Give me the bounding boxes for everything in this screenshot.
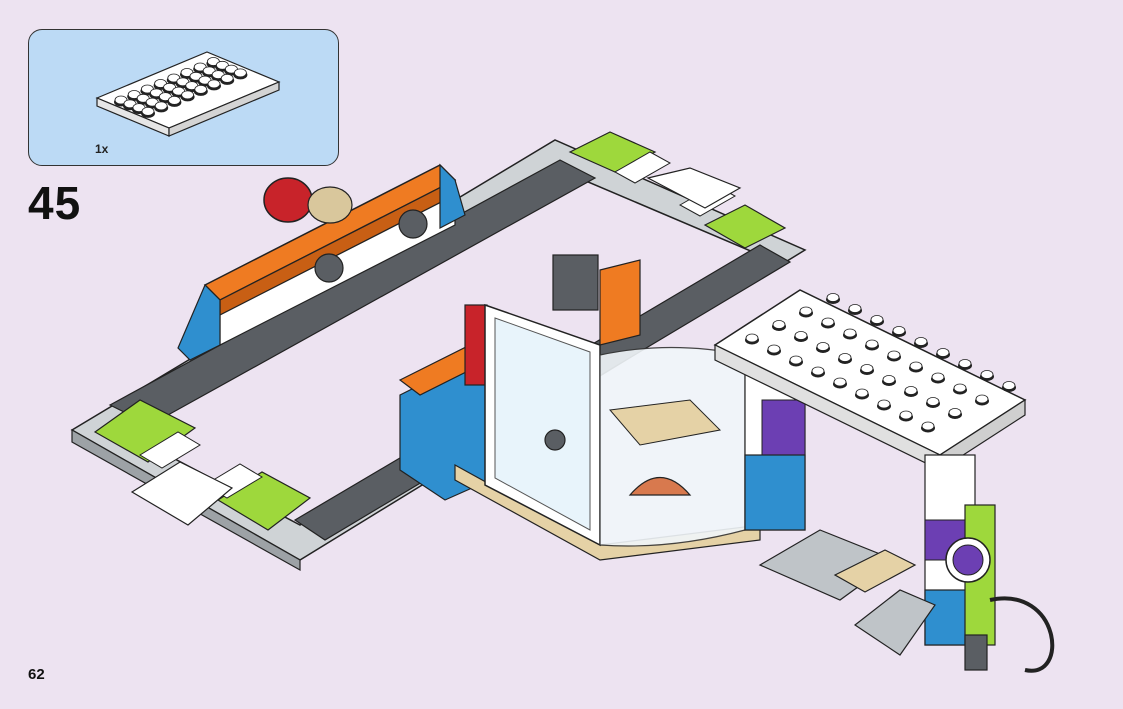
stud-top: [767, 344, 781, 354]
roof-plate: [713, 289, 1027, 472]
stud-top: [892, 326, 906, 335]
stud-top: [958, 359, 972, 368]
parts-callout: 1x: [28, 29, 339, 166]
middle-wall: [398, 304, 492, 501]
stud-top: [799, 306, 813, 316]
stud-top: [909, 361, 923, 371]
plate-studs: [114, 57, 248, 118]
stud-top: [936, 348, 950, 357]
stud-top: [838, 353, 852, 362]
stud-top: [233, 68, 247, 78]
stud-top: [181, 90, 195, 100]
stud-top: [154, 101, 168, 111]
right-pillar: [744, 359, 806, 531]
stud-top: [772, 320, 786, 329]
stud-top: [931, 372, 945, 382]
white-ramp: [130, 167, 742, 526]
shop-building: [454, 254, 761, 561]
stud-top: [141, 107, 155, 116]
part-quantity: 1x: [95, 142, 109, 156]
stud-top: [860, 364, 874, 373]
stud-top: [953, 383, 967, 393]
stud-top: [821, 317, 835, 327]
stud-top: [194, 85, 208, 94]
stud-top: [848, 304, 862, 313]
stud-top: [865, 339, 879, 349]
stud-top: [843, 328, 857, 338]
stud-top: [207, 79, 221, 89]
stud-top: [921, 421, 935, 431]
stud-top: [926, 397, 940, 406]
front-ramps: [758, 529, 936, 656]
stud-top: [877, 399, 891, 409]
car-wash-arch: [177, 163, 466, 361]
stud-top: [794, 331, 808, 340]
stud-top: [887, 350, 901, 360]
stud-top: [826, 293, 840, 302]
stud-top: [811, 366, 825, 376]
stud-top: [914, 337, 928, 346]
stud-top: [816, 342, 830, 351]
stud-top: [745, 333, 759, 343]
stud-top: [167, 96, 181, 105]
roof-studs: [745, 293, 1016, 433]
page-number: 62: [28, 666, 45, 683]
fuel-pump: [924, 454, 1055, 673]
step-number: 45: [28, 177, 82, 229]
stud-top: [870, 315, 884, 324]
stud-top: [975, 394, 989, 404]
stud-top: [789, 355, 803, 365]
stud-top: [899, 410, 913, 420]
stud-top: [833, 377, 847, 387]
stud-top: [1002, 381, 1016, 390]
white-plate-4x8-part-image: [95, 51, 281, 137]
stud-top: [855, 388, 869, 398]
stud-top: [904, 386, 918, 395]
stud-top: [882, 375, 896, 384]
stud-top: [948, 408, 962, 417]
stud-top: [220, 74, 234, 83]
stud-top: [980, 370, 994, 379]
